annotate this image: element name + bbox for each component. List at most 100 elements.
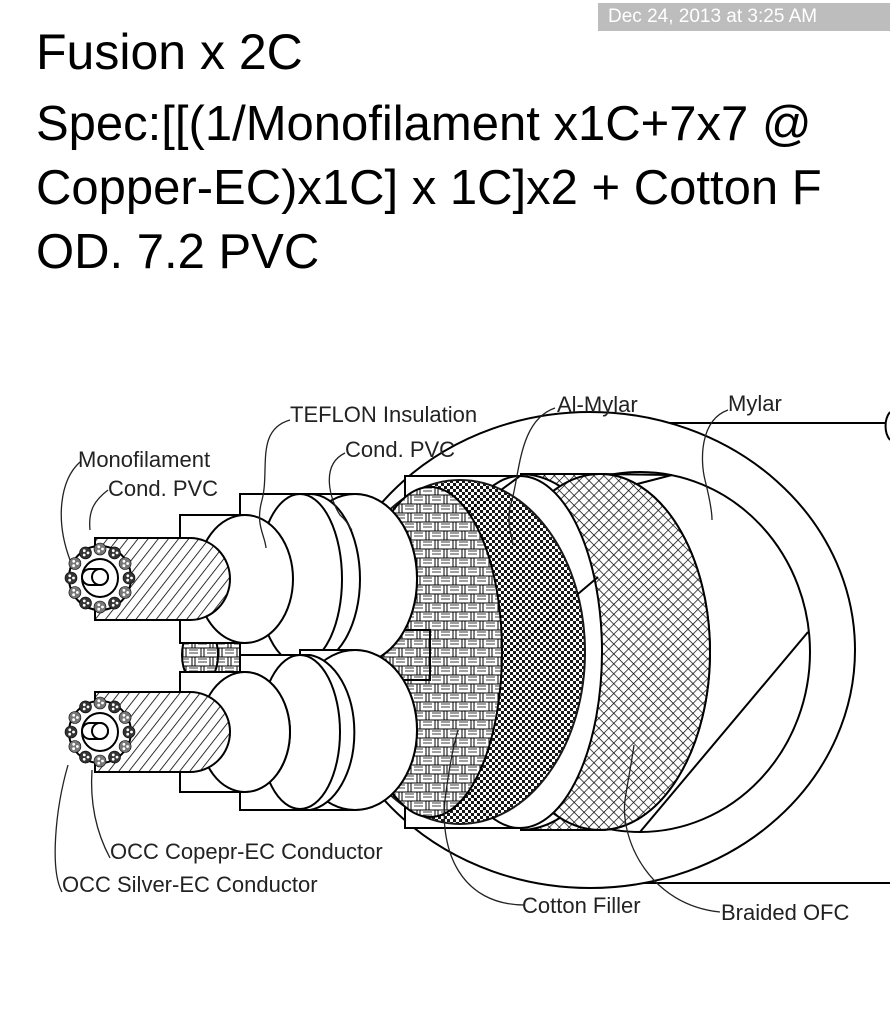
strand-wire bbox=[115, 705, 119, 709]
label-cotton-filler: Cotton Filler bbox=[522, 893, 641, 918]
strand-bundle bbox=[122, 571, 136, 585]
strand-wire bbox=[97, 607, 101, 611]
strand-wire bbox=[82, 549, 86, 553]
strand-wire bbox=[126, 578, 130, 582]
strand-wire bbox=[82, 603, 86, 607]
strand-wire bbox=[126, 562, 129, 565]
spec-line: Copper-EC)x1C] x 1C]x2 + Cotton F bbox=[36, 161, 822, 215]
strand-bundle bbox=[93, 754, 107, 768]
label-monofilament: Monofilament bbox=[78, 447, 210, 472]
strand-wire bbox=[97, 545, 101, 549]
strand-wire bbox=[115, 755, 119, 759]
strand-bundle bbox=[108, 596, 121, 610]
label-teflon-insulation: TEFLON Insulation bbox=[290, 402, 477, 427]
strand-wire bbox=[97, 699, 101, 703]
strand-wire bbox=[122, 747, 126, 751]
strand-wire bbox=[122, 588, 126, 592]
strand-wire bbox=[101, 701, 104, 705]
strand-wire bbox=[97, 549, 101, 553]
strand-bundle bbox=[118, 586, 132, 599]
strand-wire bbox=[76, 591, 79, 594]
strand-bundle bbox=[68, 557, 82, 570]
strand-wire bbox=[111, 757, 115, 761]
lower-conductor bbox=[68, 649, 418, 811]
strand-bundle bbox=[68, 586, 82, 599]
strand-wire bbox=[130, 730, 133, 734]
strand-wire bbox=[111, 603, 115, 607]
strand-wire bbox=[126, 716, 129, 719]
strand-wire bbox=[86, 755, 90, 759]
cable-spec: Spec:[[(1/Monofilament x1C+7x7 @ Copper-… bbox=[36, 92, 822, 284]
strand-wire bbox=[111, 549, 115, 553]
upper-conductor bbox=[68, 493, 418, 665]
strand-bundle bbox=[118, 557, 132, 570]
strand-wire bbox=[115, 551, 119, 555]
strand-wire bbox=[72, 588, 76, 592]
strand-bundle bbox=[93, 542, 107, 556]
strand-wire bbox=[122, 559, 126, 563]
strand-wire bbox=[122, 564, 126, 568]
strand-wire bbox=[101, 547, 104, 551]
strand-wire bbox=[82, 553, 86, 557]
strand-wire bbox=[126, 574, 130, 578]
strand-wire bbox=[101, 759, 104, 763]
label-occ-silver-conductor: OCC Silver-EC Conductor bbox=[62, 872, 318, 897]
strand-bundle bbox=[64, 571, 78, 585]
strand-bundle bbox=[79, 750, 92, 764]
strand-wire bbox=[68, 574, 72, 578]
strand-wire bbox=[115, 601, 119, 605]
strand-wire bbox=[111, 707, 115, 711]
strand-wire bbox=[130, 576, 133, 580]
strand-wire bbox=[122, 718, 126, 722]
strand-bundle bbox=[93, 600, 107, 614]
label-al-mylar: Al-Mylar bbox=[557, 392, 638, 417]
strand-bundle bbox=[79, 596, 92, 610]
strand-wire bbox=[97, 757, 101, 761]
label-mylar: Mylar bbox=[728, 391, 782, 416]
strand-wire bbox=[76, 716, 79, 719]
strand-wire bbox=[111, 753, 115, 757]
strand-wire bbox=[68, 578, 72, 582]
strand-bundle bbox=[93, 696, 107, 710]
strand-wire bbox=[126, 728, 130, 732]
strand-bundle bbox=[118, 740, 132, 753]
strand-wire bbox=[111, 553, 115, 557]
strand-bundle bbox=[122, 725, 136, 739]
strand-wire bbox=[72, 718, 75, 722]
strand-wire bbox=[111, 703, 115, 707]
spec-line: Spec:[[(1/Monofilament x1C+7x7 @ bbox=[36, 97, 812, 151]
strand-wire bbox=[82, 757, 86, 761]
label-occ-copper-conductor: OCC Copepr-EC Conductor bbox=[110, 839, 383, 864]
strand-bundle bbox=[108, 546, 121, 560]
strand-wire bbox=[72, 593, 75, 597]
strand-wire bbox=[126, 732, 130, 736]
strand-bundle bbox=[68, 711, 82, 724]
strand-wire bbox=[86, 551, 90, 555]
strand-wire bbox=[97, 603, 101, 607]
leader-lines bbox=[54, 407, 729, 913]
strand-bundle bbox=[79, 700, 92, 714]
spec-line: OD. 7.2 PVC bbox=[36, 225, 320, 279]
label-cond-pvc-top: Cond. PVC bbox=[345, 437, 455, 462]
strand-wire bbox=[101, 605, 104, 609]
strand-bundle bbox=[118, 711, 132, 724]
strand-wire bbox=[111, 599, 115, 603]
strand-wire bbox=[68, 732, 72, 736]
strand-wire bbox=[122, 742, 126, 746]
strand-wire bbox=[76, 562, 79, 565]
strand-bundle bbox=[79, 546, 92, 560]
strand-wire bbox=[82, 707, 86, 711]
strand-wire bbox=[82, 703, 86, 707]
timestamp-badge: Dec 24, 2013 at 3:25 AM bbox=[598, 3, 890, 31]
lower-silver-strands bbox=[64, 696, 136, 768]
label-braided-ofc: Braided OFC bbox=[721, 900, 849, 925]
strand-wire bbox=[72, 747, 75, 751]
strand-wire bbox=[126, 591, 129, 594]
strand-wire bbox=[72, 742, 76, 746]
strand-wire bbox=[82, 753, 86, 757]
strand-wire bbox=[97, 703, 101, 707]
strand-bundle bbox=[68, 740, 82, 753]
strand-wire bbox=[68, 728, 72, 732]
strand-wire bbox=[86, 705, 90, 709]
strand-bundle bbox=[108, 750, 121, 764]
